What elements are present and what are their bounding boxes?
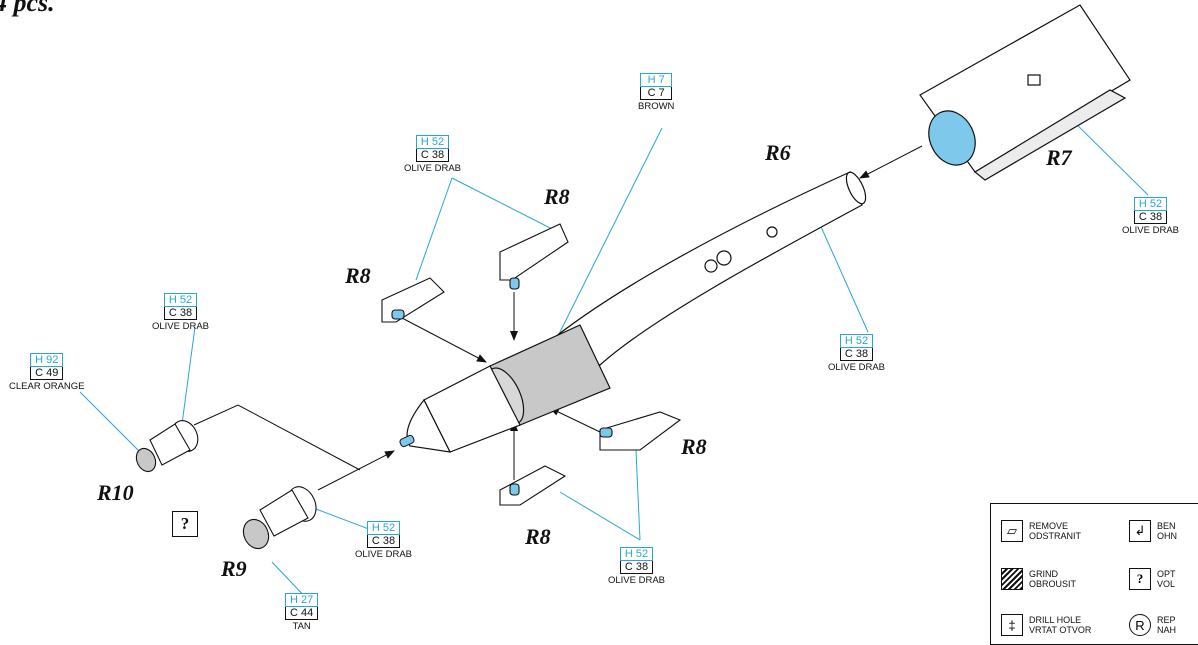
assembly-diagram [79,4,1149,601]
part-label-r10: R10 [97,480,134,505]
mr-color-code: C 38 [366,535,401,548]
paint-callout-tan: H 27 C 44 TAN [285,593,319,632]
part-label-r8-left: R8 [345,263,371,288]
legend-label: BEN [1157,521,1176,531]
color-name: OLIVE DRAB [152,321,210,332]
mr-color-code: C 44 [285,607,319,620]
part-r6-body [543,171,867,366]
drill-icon: ‡ [1001,614,1023,636]
paint-callout-fins: H 52 C 38 OLIVE DRAB [404,135,461,174]
mr-color-code: C 38 [619,561,654,574]
legend-label-cz: ODSTRANIT [1029,531,1082,541]
part-label-r8-right: R8 [681,434,707,459]
part-r8-fins [381,223,682,506]
legend-label: GRIND [1029,569,1058,579]
paint-callout-brown: H 7 C 7 BROWN [638,73,674,112]
part-label-r7: R7 [1046,145,1072,170]
optional-icon: ? [1129,568,1151,590]
legend-label-cz: VRTAT OTVOR [1029,625,1092,635]
part-nose-tip [399,434,415,448]
color-name: OLIVE DRAB [404,163,462,174]
mr-color-code: C 38 [839,348,874,361]
humbrol-code: H 52 [619,547,654,561]
color-name: BROWN [638,101,675,112]
humbrol-code: H 52 [163,293,198,307]
remove-icon: ▱ [1001,520,1023,542]
callout-leaders [79,107,1149,601]
mr-color-code: C 38 [415,149,450,162]
bend-icon: ↲ [1129,520,1151,542]
legend-label-cz: VOL [1157,579,1176,589]
humbrol-code: H 52 [366,521,401,535]
page-title: 4 pcs. [0,0,55,17]
part-label-r8-top: R8 [544,184,570,209]
replace-icon: R [1129,614,1151,636]
part-r7-tail [919,4,1131,181]
humbrol-code: H 92 [30,353,64,367]
legend-label-cz: OHN [1157,531,1177,541]
legend-label: DRILL HOLE [1029,615,1082,625]
legend-label: OPT [1157,569,1176,579]
color-name: CLEAR ORANGE [9,381,85,392]
mr-color-code: C 7 [640,87,673,100]
mr-color-code: C 49 [30,367,64,380]
legend-label: REMOVE [1029,521,1069,531]
legend-label-cz: OBROUSIT [1029,579,1077,589]
color-name: TAN [292,621,311,632]
humbrol-code: H 52 [415,135,450,149]
legend-label-cz: NAH [1157,625,1177,635]
color-name: OLIVE DRAB [608,575,666,586]
part-r10-fuze [135,420,199,473]
humbrol-code: H 52 [1133,197,1168,211]
part-label-r6: R6 [765,140,791,165]
paint-callout-r7: H 52 C 38 OLIVE DRAB [1122,197,1179,236]
mr-color-code: C 38 [1133,211,1168,224]
part-center-section [406,324,611,453]
color-name: OLIVE DRAB [1122,225,1180,236]
legend-label: REP [1157,615,1176,625]
paint-callout-r10-body: H 52 C 38 OLIVE DRAB [152,293,209,332]
humbrol-code: H 52 [839,334,874,348]
paint-callout-lower-fins: H 52 C 38 OLIVE DRAB [608,547,665,586]
part-label-r8-bottom: R8 [525,524,551,549]
assembly-arrows [193,145,923,491]
mr-color-code: C 38 [163,307,198,320]
humbrol-code: H 27 [285,593,319,607]
optional-mark: ? [172,511,198,537]
color-name: OLIVE DRAB [355,549,413,560]
paint-callout-orange: H 92 C 49 CLEAR ORANGE [9,353,85,392]
part-label-r9: R9 [221,556,247,581]
paint-callout-r6: H 52 C 38 OLIVE DRAB [828,334,885,373]
paint-callout-r9-body: H 52 C 38 OLIVE DRAB [355,521,412,560]
humbrol-code: H 7 [640,73,673,87]
color-name: OLIVE DRAB [828,362,886,373]
part-r9-fuze [242,486,317,550]
grind-icon [1001,568,1023,590]
